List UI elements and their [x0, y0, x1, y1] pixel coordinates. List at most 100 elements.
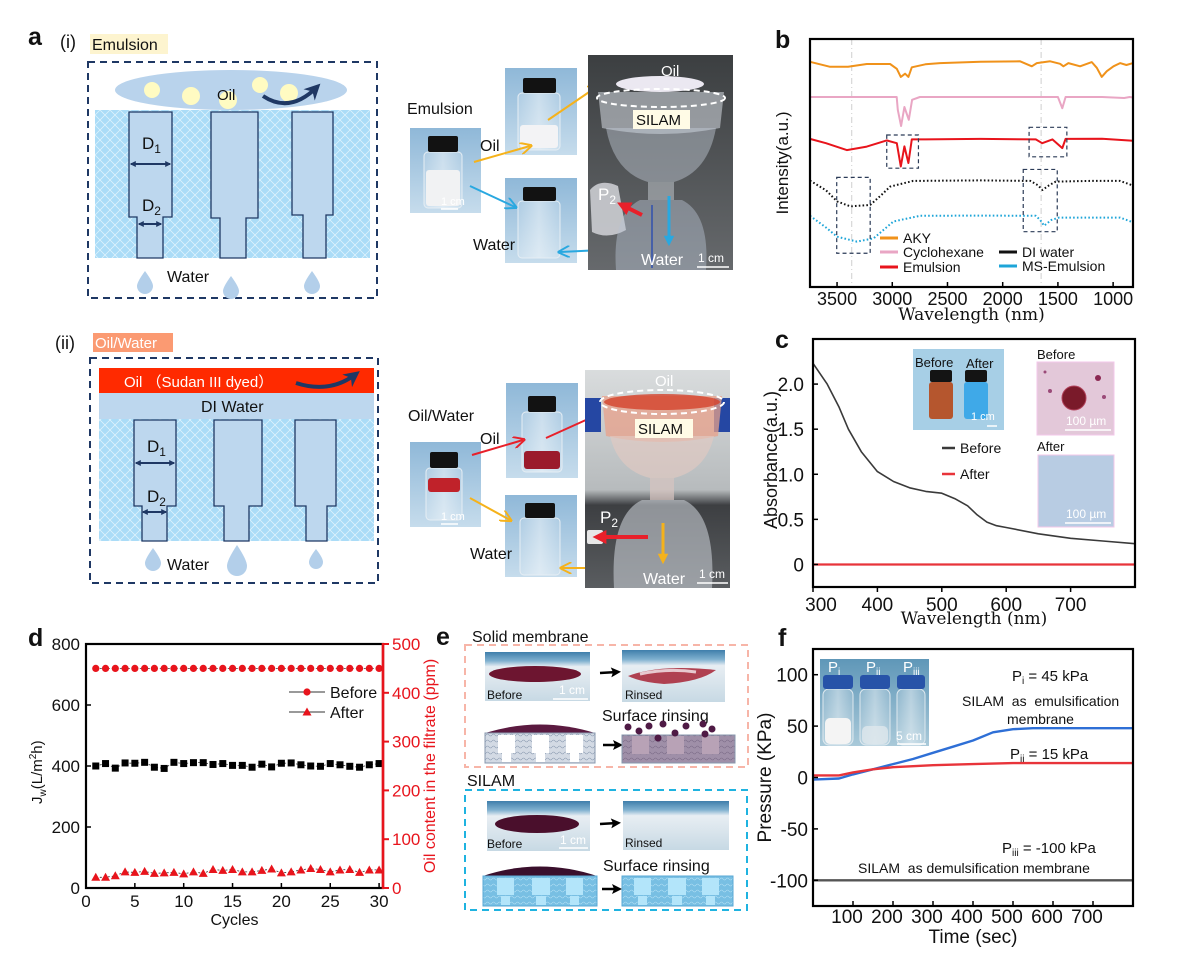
receiving-flask	[615, 200, 707, 270]
di-water-label: DI Water	[201, 399, 264, 416]
water-label: Water	[167, 557, 210, 574]
y-tick-label: 50	[787, 717, 808, 738]
y-axis-label-part: w	[38, 789, 49, 798]
scale-bar-label: 1 cm	[559, 683, 585, 697]
data-point-before	[219, 664, 227, 673]
x-tick-label: 5	[130, 892, 139, 911]
data-point-before	[150, 664, 158, 673]
highlight-box	[886, 134, 920, 169]
x-tick-label: 200	[871, 907, 903, 928]
x-tick-label: 2000	[983, 289, 1023, 309]
data-point-jw	[209, 760, 217, 768]
emulsion-tag-background	[90, 34, 168, 54]
data-point-before	[287, 664, 295, 673]
micrograph-before: Before 100 µm	[1036, 347, 1115, 436]
panel-label-e: e	[436, 623, 450, 651]
before-label: Before	[487, 688, 523, 702]
water-drop-icon	[227, 545, 247, 576]
x-tick-label: 3000	[872, 289, 912, 309]
right-y-tick-label: 500	[392, 635, 420, 654]
oil-drop	[483, 866, 597, 876]
pressure-label: P2	[598, 185, 616, 207]
oil-drop	[495, 815, 579, 833]
panel-label-f: f	[778, 624, 787, 652]
solid-before-photo: Before 1 cm	[485, 652, 590, 702]
silam-label: SILAM	[636, 112, 681, 129]
solid-membrane-title: Solid membrane	[472, 629, 589, 646]
pore	[294, 419, 337, 542]
data-point-jw	[160, 764, 168, 772]
p-value: = 15 kPa	[1024, 746, 1088, 763]
y-tick-label: 0.5	[778, 510, 804, 531]
oil-droplet	[252, 77, 268, 93]
d-subscript: 1	[159, 445, 166, 459]
water-vial-photo	[505, 178, 577, 263]
data-point-before	[141, 664, 149, 673]
y-tick-label: 0	[793, 555, 804, 576]
channel	[672, 896, 682, 905]
silam-label-background	[635, 419, 693, 438]
pressure-arrow-icon	[616, 202, 643, 217]
p-subscript: i	[1022, 676, 1024, 687]
data-point-before	[336, 664, 344, 673]
x-axis-label: Wavelength (nm)	[898, 305, 1045, 325]
emulsion-content	[825, 718, 851, 744]
data-point-jw	[141, 758, 149, 766]
data-point-after	[110, 871, 120, 880]
panel-label-a: a	[28, 23, 43, 51]
scale-bar-label: 100 µm	[1066, 414, 1106, 428]
legend-marker-after	[302, 707, 312, 716]
vial-cap	[528, 396, 556, 412]
data-point-before	[258, 664, 266, 673]
data-point-jw	[346, 762, 354, 770]
curved-arrow-icon	[261, 83, 321, 106]
solid-membrane-diagram-after	[621, 720, 736, 764]
legend-marker-before	[303, 688, 311, 696]
data-point-before	[101, 664, 110, 673]
y-axis-label-part: (L/m	[29, 759, 46, 789]
right-y-tick-label: 300	[392, 733, 420, 752]
annotation-membrane: membrane	[1007, 711, 1074, 727]
oil-droplet	[144, 82, 160, 98]
data-point-jw	[297, 761, 305, 769]
data-point-before	[365, 664, 373, 673]
oil-residue	[645, 722, 653, 730]
oil-residue	[659, 720, 667, 728]
y-tick-label: 0	[71, 879, 80, 898]
feed-label: Oil/Water	[408, 408, 475, 425]
p-symbol: P	[828, 659, 838, 676]
vial-cap	[523, 187, 556, 201]
oil-label: Oil	[480, 138, 500, 155]
annotation-pi: Pi = 45 kPa	[1012, 668, 1089, 687]
p-symbol: P	[903, 659, 913, 676]
data-point-jw	[150, 763, 158, 771]
oil-droplet	[1043, 370, 1047, 374]
data-point-after	[140, 866, 150, 875]
data-point-jw	[111, 764, 119, 772]
data-point-jw	[248, 763, 256, 771]
data-point-before	[316, 664, 325, 673]
annotation-piii: Piii = -100 kPa	[1002, 840, 1096, 859]
data-point-jw	[131, 759, 139, 767]
x-tick-label: 700	[1071, 907, 1103, 928]
legend-label-after: After	[330, 705, 364, 722]
data-point-jw	[307, 762, 315, 770]
water-drop-icon	[304, 271, 320, 294]
pressure-symbol: P	[600, 508, 611, 527]
silam-diagram-before	[482, 866, 598, 907]
x-tick-label: 0	[81, 892, 90, 911]
panel-c-insets: Before After 1 cm Before 100 µm After 10…	[913, 347, 1115, 528]
d-subscript: 1	[154, 142, 161, 156]
oil-droplet	[1061, 385, 1087, 411]
oil-residue	[699, 720, 707, 728]
data-point-jw	[170, 758, 178, 766]
y-tick-label: 400	[52, 757, 80, 776]
data-point-after	[355, 867, 365, 876]
series-line-pi	[812, 727, 1133, 781]
photo-background	[913, 349, 1004, 430]
bottle-label-pii: Pii	[866, 659, 880, 678]
arrow-icon	[599, 818, 621, 829]
